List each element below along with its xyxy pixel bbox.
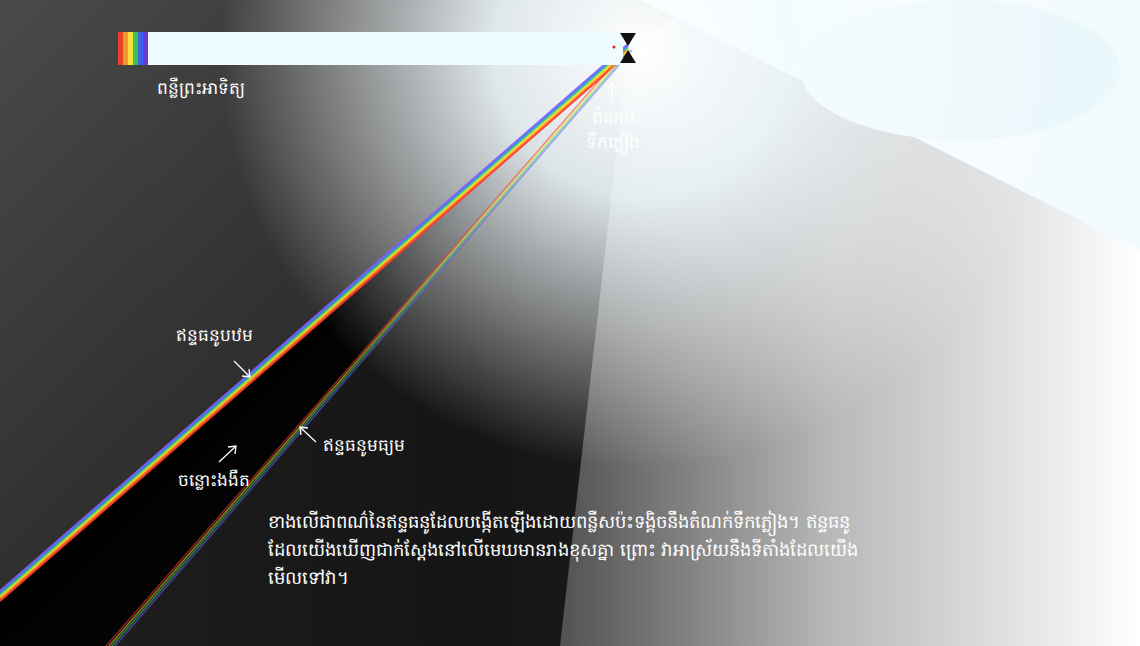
caption-text: ខាងលើជាពណ៌នៃឥន្ទធនូដែលបង្កើតឡើងដោយពន្លឺស…: [268, 508, 868, 592]
raindrop-label: តំណក់ ទឹកភ្លៀង: [578, 105, 648, 154]
primary-rainbow-label: ឥន្ទធនូបឋម: [176, 323, 253, 348]
dark-band-label: ចន្លោះងងឹត: [178, 468, 250, 493]
sunlight-label: ពន្លឺព្រះអាទិត្យ: [157, 76, 245, 101]
secondary-rainbow-label: ឥន្ទធនូមធ្យម: [323, 433, 405, 458]
